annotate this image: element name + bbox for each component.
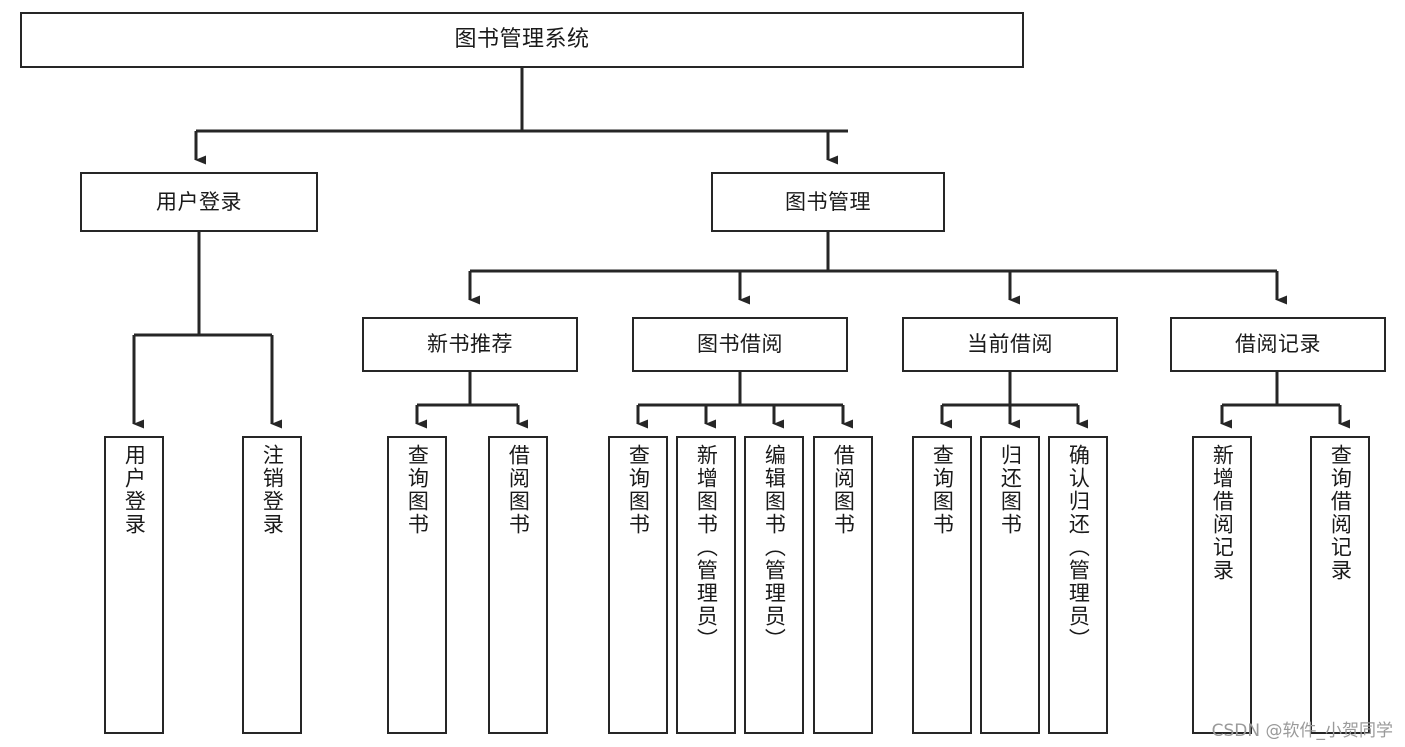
node-label: 借阅记录: [1235, 332, 1321, 356]
leaf-query-book-current[interactable]: 查询图书: [912, 436, 972, 734]
leaf-add-borrowing-record[interactable]: 新增借阅记录: [1192, 436, 1252, 734]
node-label: 新增借阅记录: [1210, 444, 1235, 582]
node-label: 查询图书: [930, 444, 955, 536]
node-label: 借阅图书: [831, 444, 856, 536]
leaf-confirm-return-admin[interactable]: 确认归还（管理员）: [1048, 436, 1108, 734]
leaf-query-book-borrowing[interactable]: 查询图书: [608, 436, 668, 734]
node-label: 用户登录: [156, 189, 242, 214]
node-label: 图书借阅: [697, 332, 783, 356]
leaf-return-book[interactable]: 归还图书: [980, 436, 1040, 734]
node-label: 图书管理系统: [454, 27, 590, 52]
node-new-book-recommendation[interactable]: 新书推荐: [362, 317, 578, 372]
node-label: 归还图书: [998, 444, 1023, 536]
leaf-query-book-recommendation[interactable]: 查询图书: [387, 436, 447, 734]
node-label: 查询图书: [626, 444, 651, 536]
node-borrowing-record[interactable]: 借阅记录: [1170, 317, 1386, 372]
node-book-borrowing[interactable]: 图书借阅: [632, 317, 848, 372]
node-label: 编辑图书（管理员）: [762, 444, 787, 651]
node-root-book-management-system[interactable]: 图书管理系统: [20, 12, 1024, 68]
node-label: 注销登录: [260, 444, 285, 536]
node-label: 查询借阅记录: [1328, 444, 1353, 582]
node-label: 新增图书（管理员）: [694, 444, 719, 651]
leaf-user-login[interactable]: 用户登录: [104, 436, 164, 734]
node-label: 查询图书: [405, 444, 430, 536]
node-label: 新书推荐: [427, 332, 513, 356]
node-label: 借阅图书: [506, 444, 531, 536]
leaf-edit-book-admin[interactable]: 编辑图书（管理员）: [744, 436, 804, 734]
leaf-logout[interactable]: 注销登录: [242, 436, 302, 734]
leaf-add-book-admin[interactable]: 新增图书（管理员）: [676, 436, 736, 734]
node-current-borrowing[interactable]: 当前借阅: [902, 317, 1118, 372]
node-user-login[interactable]: 用户登录: [80, 172, 318, 232]
csdn-watermark: CSDN @软件_小贺同学: [1211, 721, 1393, 741]
node-label: 图书管理: [785, 189, 871, 214]
node-book-management[interactable]: 图书管理: [711, 172, 945, 232]
node-label: 确认归还（管理员）: [1066, 444, 1091, 651]
leaf-borrow-book-recommendation[interactable]: 借阅图书: [488, 436, 548, 734]
leaf-borrow-book[interactable]: 借阅图书: [813, 436, 873, 734]
leaf-query-borrowing-record[interactable]: 查询借阅记录: [1310, 436, 1370, 734]
node-label: 当前借阅: [967, 332, 1053, 356]
node-label: 用户登录: [122, 444, 147, 536]
